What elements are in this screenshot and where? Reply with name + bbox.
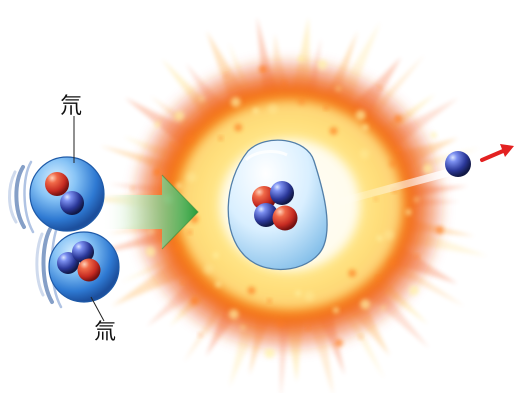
explosion-speckle — [228, 309, 239, 320]
explosion-speckle — [153, 168, 162, 177]
explosion-speckle — [384, 230, 395, 240]
explosion-speckle — [380, 304, 387, 311]
explosion-speckle — [393, 114, 402, 123]
explosion-speckle — [376, 276, 381, 280]
explosion-speckle — [282, 81, 287, 86]
explosion-speckle — [333, 307, 339, 314]
explosion-speckle — [388, 258, 397, 267]
explosion-speckle — [358, 335, 363, 340]
explosion-speckle — [174, 111, 185, 122]
explosion-speckle — [435, 226, 444, 235]
explosion-speckle — [388, 159, 397, 168]
explosion-speckle — [324, 106, 329, 110]
explosion-speckle — [264, 348, 275, 359]
explosion-speckle — [317, 59, 328, 70]
explosion-speckle — [405, 209, 412, 216]
explosion-speckle — [298, 56, 304, 62]
explosion-speckle — [224, 73, 229, 78]
explosion-speckle — [362, 124, 369, 131]
explosion-speckle — [297, 97, 306, 106]
explosion-speckle — [247, 286, 256, 295]
explosion-speckle — [329, 127, 338, 135]
explosion-speckle — [360, 299, 371, 310]
explosion-speckle — [203, 264, 214, 275]
explosion-speckle — [276, 319, 285, 328]
emitted-neutron — [445, 151, 471, 177]
explosion-speckle — [258, 65, 267, 74]
explosion-speckle — [173, 244, 182, 253]
explosion-speckle — [304, 291, 315, 302]
explosion-speckle — [148, 228, 155, 235]
explosion-speckles — [130, 56, 444, 359]
explosion-speckle — [295, 290, 302, 297]
explosion-speckle — [348, 269, 357, 278]
deuterium-nucleus — [29, 156, 105, 232]
explosion-speckle — [130, 186, 135, 191]
deuterium-label: 氘 — [60, 94, 83, 119]
neutron-direction-icon — [480, 144, 514, 162]
explosion-speckle — [374, 197, 378, 201]
explosion-speckle — [218, 136, 223, 141]
explosion-speckle — [377, 85, 382, 90]
explosion-speckle — [355, 110, 366, 121]
explosion-speckle — [187, 230, 192, 235]
explosion-speckle — [415, 254, 420, 259]
explosion-speckle — [408, 285, 419, 296]
explosion-speckle — [181, 279, 186, 284]
explosion-speckle — [240, 324, 246, 331]
explosion-speckle — [306, 326, 310, 331]
explosion-speckle — [198, 332, 203, 337]
explosion-speckle — [170, 143, 175, 148]
explosion-speckle — [413, 196, 420, 203]
explosion-speckle — [198, 95, 205, 102]
explosion-speckle — [175, 182, 182, 189]
explosion-speckle — [267, 103, 278, 114]
fusion-arrow-icon — [102, 174, 199, 250]
tritium-label: 氚 — [94, 320, 117, 345]
explosion-speckle — [186, 135, 195, 144]
tritium-leader-line — [90, 296, 105, 322]
explosion-speckle — [430, 132, 437, 139]
explosion-speckle — [359, 148, 370, 159]
explosion-speckle — [215, 281, 222, 288]
explosion-speckle — [186, 172, 197, 183]
explosion-speckle — [335, 85, 342, 92]
explosion-speckle — [212, 252, 219, 259]
explosion-speckle — [234, 123, 243, 132]
explosion-speckle — [422, 163, 433, 174]
explosion-speckle — [145, 246, 156, 257]
explosion-speckle — [154, 121, 161, 128]
motion-lines-deuterium — [8, 160, 35, 234]
explosion-speckle — [190, 296, 199, 305]
explosion-speckle — [396, 147, 401, 152]
explosion-speckle — [252, 107, 259, 114]
explosion-speckle — [376, 235, 383, 242]
explosion-speckle — [267, 298, 272, 303]
explosion-speckle — [335, 338, 344, 347]
tritium-nucleus — [48, 231, 120, 303]
explosion-speckle — [230, 97, 241, 108]
helium-nucleus — [227, 139, 328, 271]
neutron-trail — [333, 167, 458, 206]
